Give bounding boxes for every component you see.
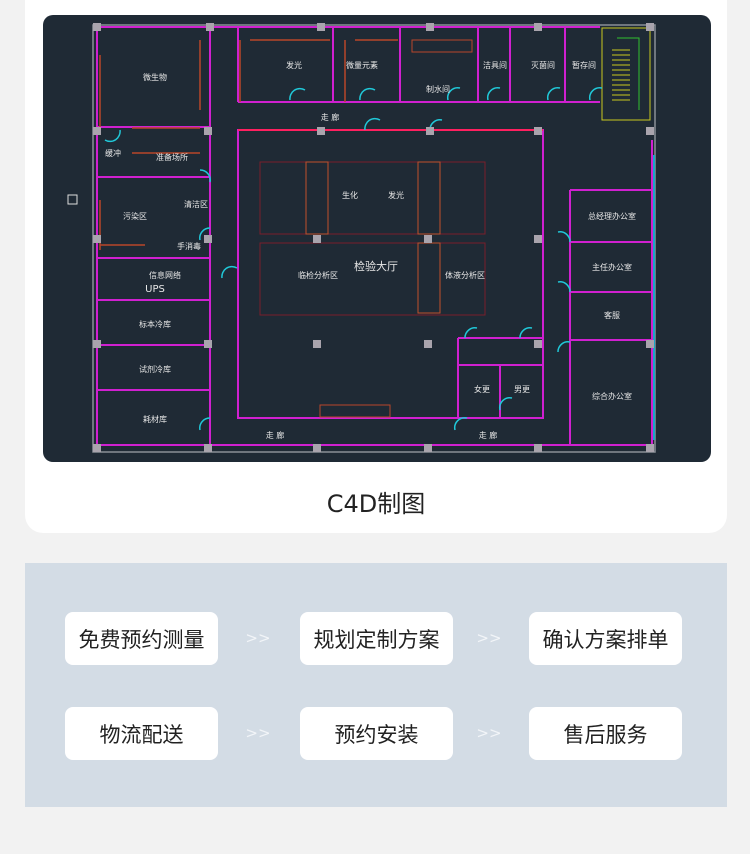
room-label: 微量元素 [346,60,378,70]
room-label: 总经理办公室 [588,211,636,221]
room-label: 综合办公室 [592,391,632,401]
room-label: 清洁区 [184,199,208,209]
room-label: 走 廊 [479,430,498,440]
caption: C4D制图 [326,490,426,518]
arrow-icon: >> [476,629,502,647]
process-steps-panel: 免费预约测量 >> 规划定制方案 >> 确认方案排单 物流配送 >> 预约安装 … [25,563,727,807]
room-label: 准备场所 [156,152,188,162]
step-install: 预约安装 [300,707,453,760]
step-plan: 规划定制方案 [300,612,453,665]
room-label: 走 廊 [266,430,285,440]
arrow-icon: >> [476,724,502,742]
room-label: 微生物 [143,72,167,82]
room-label: 标本冷库 [139,319,171,329]
step-measure: 免费预约测量 [65,612,218,665]
room-label: 发光 [286,60,302,70]
room-label: 生化 [342,190,358,200]
floor-plan-drawing: 微生物 缓冲 准备场所 污染区 清洁区 手消毒 信息网络 UPS 标本冷库 试剂… [67,23,656,453]
room-label: 污染区 [123,211,147,221]
room-label: 走 廊 [321,112,340,122]
room-label: 暂存间 [572,60,596,70]
room-label: 缓冲 [105,148,121,158]
step-after-sales: 售后服务 [529,707,682,760]
room-label: 制水间 [426,84,450,94]
room-label: 耗材库 [143,414,167,424]
room-label: UPS [145,284,165,295]
room-label: 信息网络 [149,270,181,280]
step-logistics: 物流配送 [65,707,218,760]
room-label: 灭菌间 [531,60,555,70]
room-label: 体液分析区 [445,270,485,280]
room-label: 试剂冷库 [139,364,171,374]
room-label: 发光 [388,190,404,200]
room-label: 男更 [514,385,530,394]
step-confirm: 确认方案排单 [529,612,682,665]
room-label: 主任办公室 [592,262,632,272]
cad-floor-plan: 微生物 缓冲 准备场所 污染区 清洁区 手消毒 信息网络 UPS 标本冷库 试剂… [43,15,711,462]
room-label: 临检分析区 [298,270,338,280]
room-label: 客服 [604,310,620,320]
arrow-icon: >> [245,724,271,742]
arrow-icon: >> [245,629,271,647]
room-label: 女更 [474,384,490,394]
room-label: 手消毒 [177,241,201,251]
room-label: 检验大厅 [354,259,398,273]
room-label: 洁具间 [483,60,507,70]
